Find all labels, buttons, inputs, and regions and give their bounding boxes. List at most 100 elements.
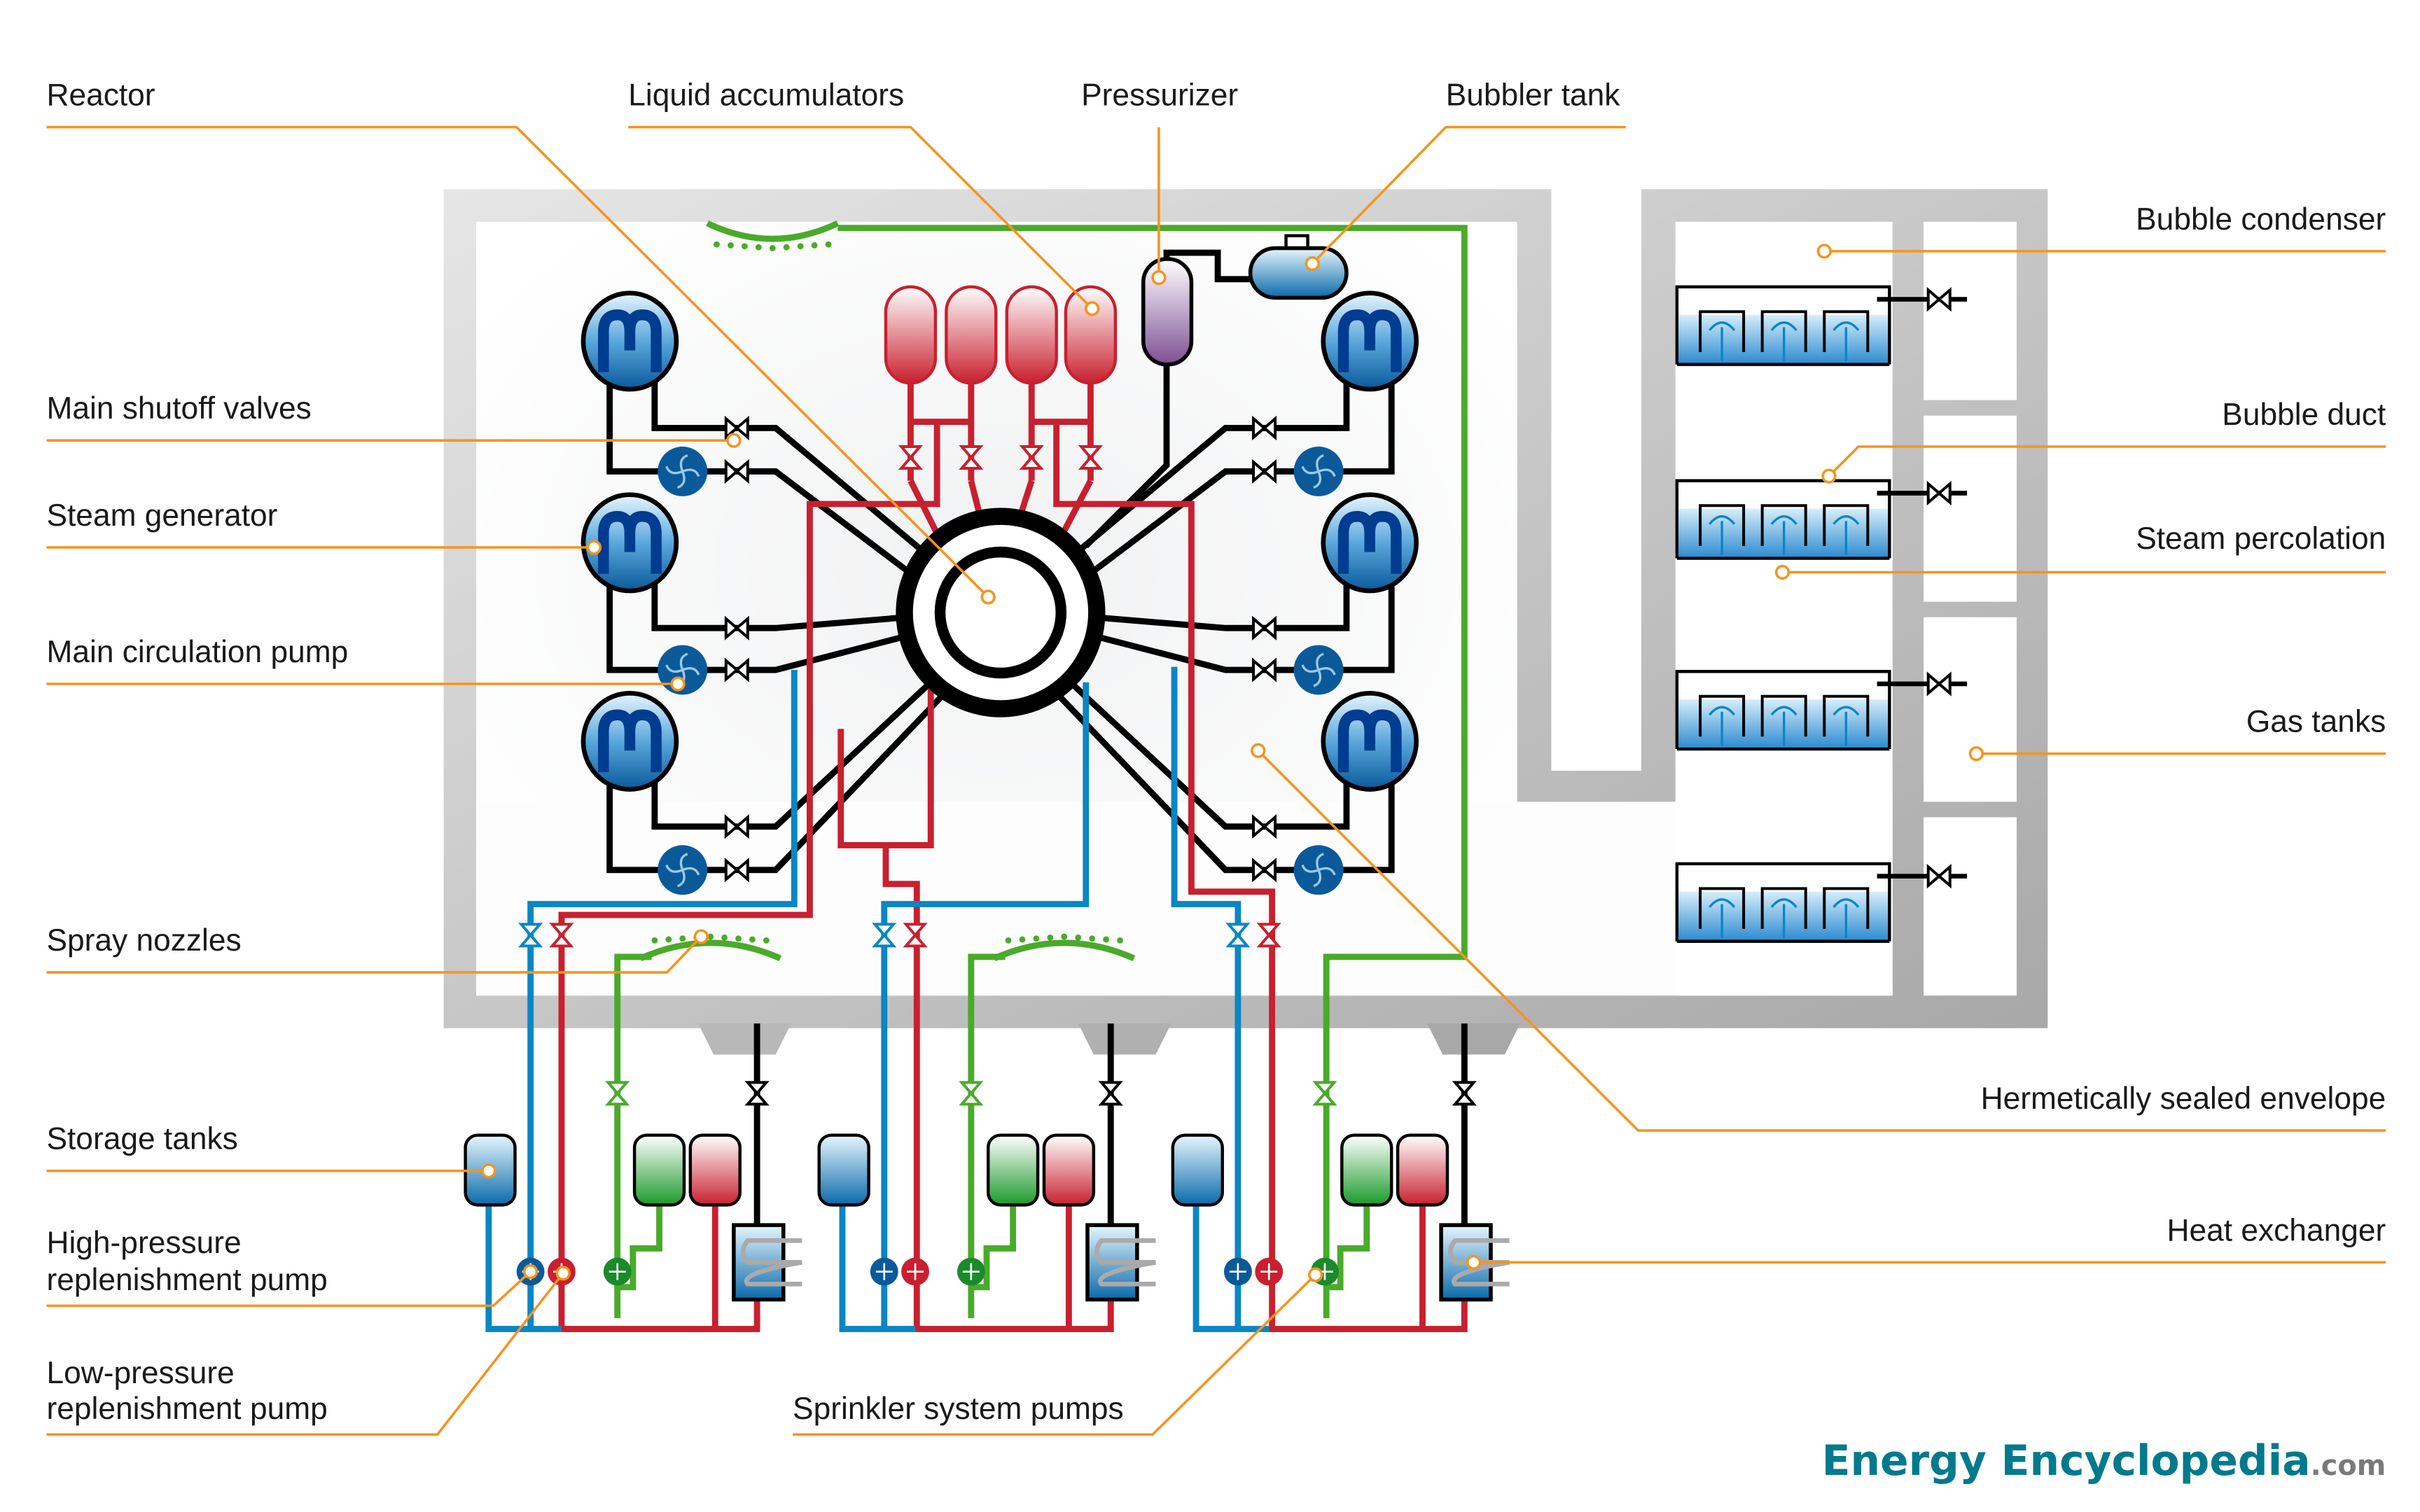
sprinkler-valve-icon [959, 1081, 984, 1106]
bubble-cap [1823, 887, 1870, 930]
spray-droplet [714, 241, 720, 248]
valve-icon [724, 458, 749, 484]
accumulator-valve-icon [898, 445, 924, 470]
valve-body [1019, 445, 1044, 470]
leader-line [1257, 749, 2386, 1132]
condenser-tray [1675, 862, 1891, 941]
storage-tank-icon [1171, 1133, 1224, 1207]
lp-injection-line [881, 682, 1090, 1329]
bubble-duct [1709, 898, 1736, 909]
circulation-pump-icon [1293, 845, 1344, 895]
valve-body [1252, 814, 1277, 839]
leader-endpoint [586, 540, 602, 555]
hp-valve-icon [1256, 923, 1281, 948]
valve-body [959, 1081, 984, 1106]
leader-line [1828, 445, 2386, 477]
return-line [915, 1299, 1114, 1333]
hp-replenishment-pump-icon [901, 1257, 930, 1286]
leader-endpoint [1968, 746, 1984, 762]
valve-body [724, 615, 749, 640]
primary-loop-hot-leg [1071, 379, 1350, 558]
cooling-valve-icon [1098, 1081, 1123, 1106]
steam-generator-icon [1321, 690, 1419, 792]
label-reactor: Reactor [46, 78, 155, 113]
leader-line [46, 1272, 564, 1436]
label-main-circulation-pump: Main circulation pump [46, 635, 348, 669]
steam-generator-tube [598, 309, 662, 372]
valve-icon [724, 657, 749, 682]
leader-endpoint [726, 433, 742, 448]
valve-body [605, 1081, 630, 1106]
sprinkler-tank-line [971, 1203, 1017, 1291]
spray-droplet [749, 936, 756, 943]
valve-body [724, 458, 749, 484]
valve-body [1252, 858, 1277, 883]
leader-endpoint [1816, 244, 1832, 259]
valve-icon [724, 814, 749, 839]
bubble-condenser-icon [1675, 479, 1968, 560]
labels: Reactor Liquid accumulators Pressurizer … [46, 78, 2386, 1426]
valve-body [1312, 1081, 1337, 1106]
sprinkler-tank-icon [986, 1133, 1040, 1207]
sprinkler-tank-icon [632, 1133, 686, 1207]
heat-exchanger-coil [1094, 1238, 1157, 1287]
hp-valve-icon [903, 923, 928, 948]
spray-droplet [1019, 936, 1026, 943]
label-hp-pump-2: replenishment pump [46, 1263, 327, 1297]
accumulator-valve-icon [1019, 445, 1044, 470]
valve-body [1078, 445, 1104, 470]
bubble-duct [1709, 515, 1736, 525]
lp-injection-line [527, 670, 798, 1329]
sprinkler-valve-icon [605, 1081, 630, 1106]
pump-impeller [1229, 1263, 1246, 1280]
containment-base-notch [697, 1023, 791, 1055]
accumulator-valve-icon [1078, 445, 1104, 470]
label-storage-tanks: Storage tanks [46, 1122, 237, 1156]
bubble-duct [1770, 321, 1797, 331]
leader-endpoint [1821, 468, 1837, 484]
storage-tank-line [1192, 1203, 1270, 1333]
leader-endpoint [523, 1264, 538, 1280]
storage-tank-line [485, 1203, 562, 1333]
valve-body [872, 923, 897, 948]
valve-body [724, 814, 749, 839]
bubble-duct [1770, 898, 1797, 909]
valve-body [724, 858, 749, 883]
hp-valve-icon [549, 923, 574, 948]
bubbler-tank-body [1248, 246, 1349, 300]
bubble-duct [1770, 706, 1797, 716]
primary-loop-hot-leg [1068, 680, 1350, 830]
pump-impeller [682, 867, 700, 876]
bubble-duct [1833, 321, 1860, 331]
pump-impeller [1313, 869, 1322, 888]
steam-generator-tube [1337, 309, 1402, 372]
label-bubble-duct: Bubble duct [2222, 398, 2386, 432]
pump-impeller [679, 454, 688, 472]
bubble-duct [1833, 515, 1860, 525]
bubble-duct [1709, 706, 1736, 716]
pump-impeller [1316, 454, 1324, 472]
pump-impeller [1301, 864, 1319, 873]
bubble-cap [1823, 310, 1870, 352]
return-line [1269, 1299, 1468, 1333]
steam-generator-tube [598, 709, 662, 773]
spray-droplet [1047, 934, 1054, 941]
steam-generator-icon [580, 492, 679, 594]
cooling-valve-icon [1452, 1081, 1477, 1106]
pump-impeller [1301, 465, 1319, 475]
spray-droplet [1075, 934, 1082, 941]
heat-exchanger-coil [740, 1238, 802, 1287]
bubble-cap [1760, 504, 1807, 546]
label-hermetic-envelope: Hermetically sealed envelope [1981, 1082, 2386, 1116]
pump-impeller [1318, 667, 1336, 676]
valve-icon [1252, 458, 1277, 484]
pump-impeller [1316, 853, 1324, 871]
valve-body [744, 1081, 770, 1106]
bubble-cap [1823, 694, 1870, 737]
accumulator-tank-icon [1064, 285, 1118, 385]
sprinkler-pump-icon [603, 1257, 632, 1286]
pressurizer-surge-line [1083, 363, 1170, 548]
leader-endpoint [1084, 301, 1100, 316]
leader-line [793, 1273, 1316, 1436]
spray-droplet [735, 935, 742, 942]
